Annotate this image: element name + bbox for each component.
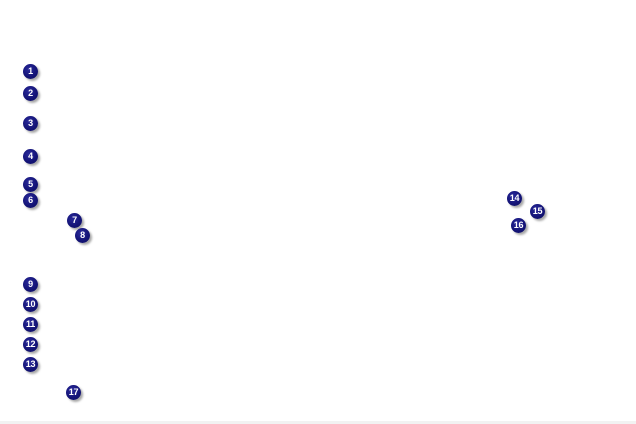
- callout-marker-3[interactable]: 3: [23, 116, 38, 131]
- callout-number: 10: [25, 299, 36, 309]
- callout-number: 16: [513, 220, 524, 230]
- callout-marker-13[interactable]: 13: [23, 357, 38, 372]
- callout-number: 2: [28, 88, 33, 98]
- callout-number: 13: [25, 359, 36, 369]
- callout-number: 17: [68, 387, 79, 397]
- bottom-divider: [0, 421, 636, 424]
- callout-marker-8[interactable]: 8: [75, 228, 90, 243]
- callout-marker-9[interactable]: 9: [23, 277, 38, 292]
- callout-number: 9: [28, 279, 33, 289]
- callout-marker-11[interactable]: 11: [23, 317, 38, 332]
- callout-marker-1[interactable]: 1: [23, 64, 38, 79]
- callout-marker-6[interactable]: 6: [23, 193, 38, 208]
- callout-number: 3: [28, 118, 33, 128]
- callout-marker-2[interactable]: 2: [23, 86, 38, 101]
- callout-number: 8: [80, 230, 85, 240]
- callout-number: 11: [26, 319, 35, 329]
- callout-marker-15[interactable]: 15: [530, 204, 545, 219]
- callout-number: 4: [28, 151, 33, 161]
- callout-marker-5[interactable]: 5: [23, 177, 38, 192]
- callout-number: 6: [28, 195, 33, 205]
- callout-number: 14: [509, 193, 520, 203]
- callout-number: 7: [72, 215, 77, 225]
- callout-number: 12: [25, 339, 36, 349]
- callout-marker-17[interactable]: 17: [66, 385, 81, 400]
- callout-number: 15: [532, 206, 543, 216]
- callout-marker-4[interactable]: 4: [23, 149, 38, 164]
- callout-marker-12[interactable]: 12: [23, 337, 38, 352]
- callout-marker-10[interactable]: 10: [23, 297, 38, 312]
- callout-marker-16[interactable]: 16: [511, 218, 526, 233]
- callout-marker-14[interactable]: 14: [507, 191, 522, 206]
- callout-marker-7[interactable]: 7: [67, 213, 82, 228]
- callout-number: 5: [28, 179, 33, 189]
- callout-number: 1: [28, 66, 33, 76]
